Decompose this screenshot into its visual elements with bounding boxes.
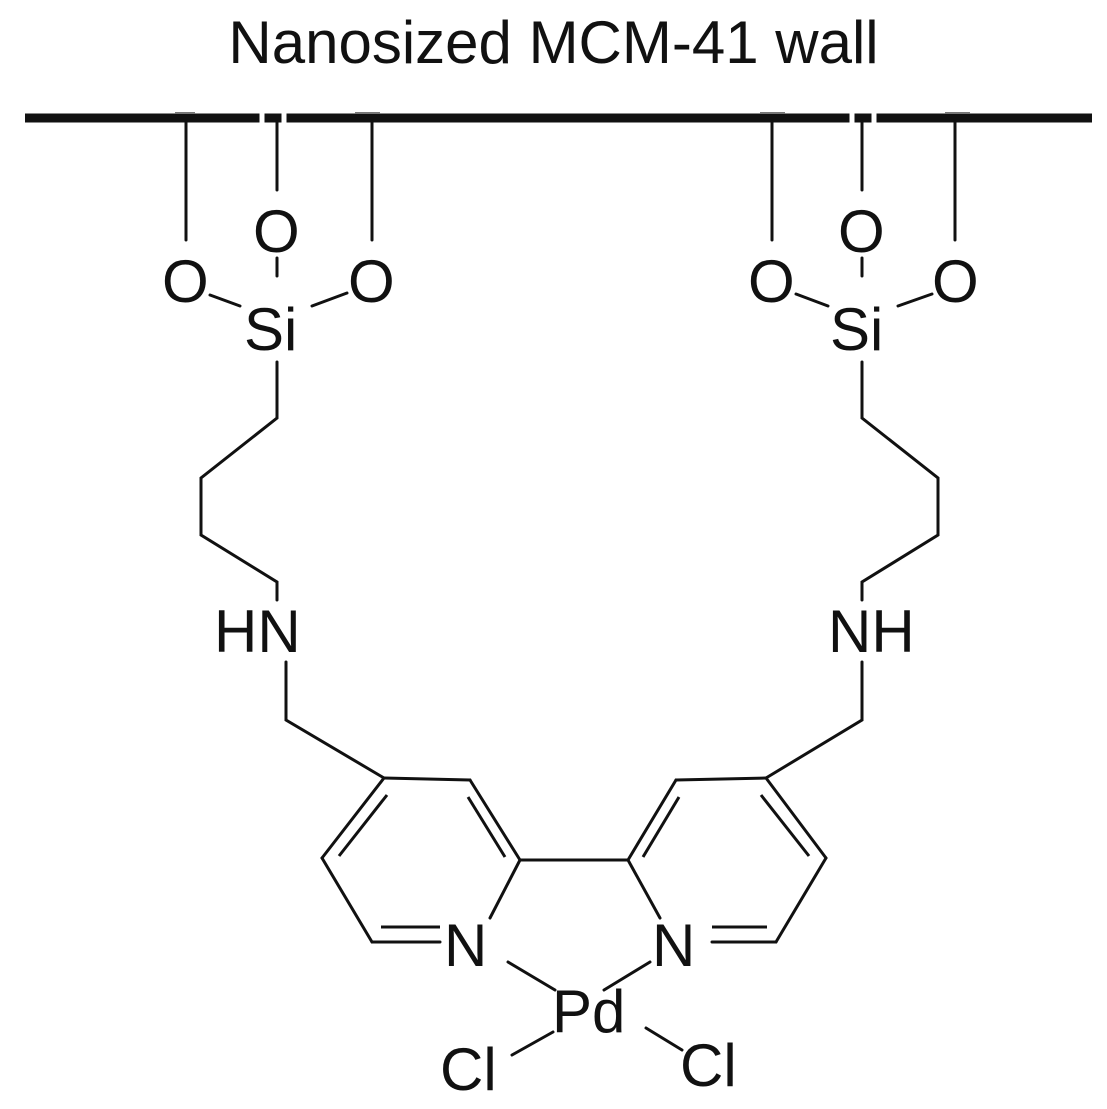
right-silicon-label: Si: [830, 296, 883, 363]
right-oxygen-right-label: O: [932, 248, 979, 315]
right-amine-label: NH: [828, 598, 915, 665]
right-oxygen-left-label: O: [748, 248, 795, 315]
left-anchor-bonds: [184, 120, 386, 780]
left-oxygen-middle-label: O: [253, 198, 300, 265]
right-pyridine-ring: [626, 776, 828, 944]
silica-wall: [25, 108, 1092, 128]
right-nitrogen-label: N: [652, 912, 695, 979]
right-chloride-label: Cl: [680, 1032, 737, 1099]
right-oxygen-middle-label: O: [838, 198, 885, 265]
left-nitrogen-label: N: [444, 912, 487, 979]
left-oxygen-right-label: O: [348, 248, 395, 315]
left-amine-label: HN: [214, 598, 301, 665]
palladium-label: Pd: [552, 978, 625, 1045]
left-oxygen-left-label: O: [162, 248, 209, 315]
diagram-title: Nanosized MCM-41 wall: [228, 9, 879, 76]
coordination-bonds: [506, 960, 684, 1057]
right-anchor-bonds: [764, 120, 957, 780]
left-silicon-label: Si: [244, 296, 297, 363]
left-pyridine-ring: [320, 776, 522, 944]
left-chloride-label: Cl: [440, 1036, 497, 1103]
